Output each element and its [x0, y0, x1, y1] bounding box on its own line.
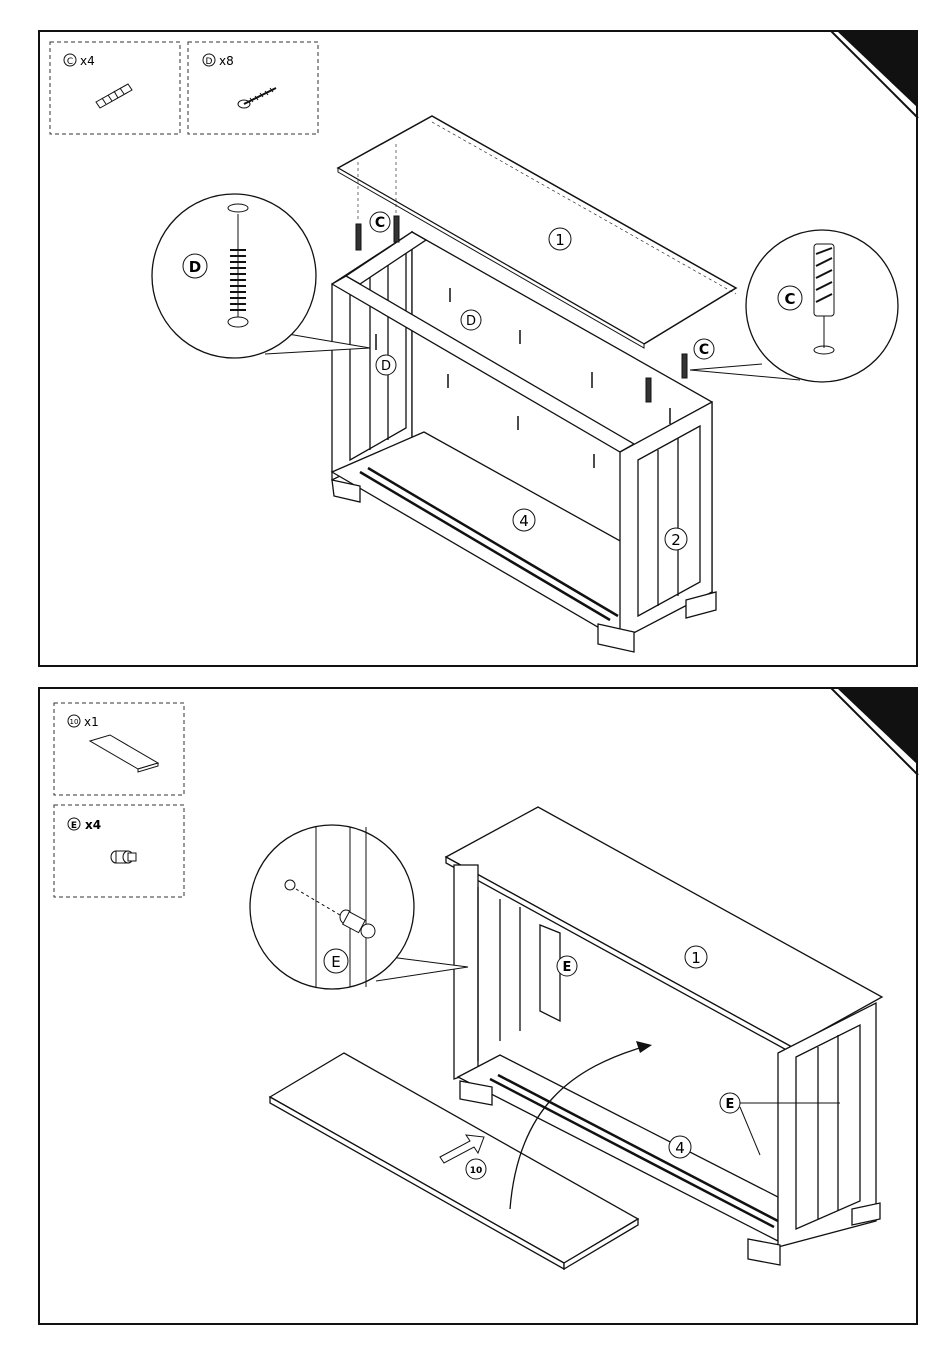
screw-icon: [238, 88, 276, 108]
step-1-panel: C x4 D x8 1: [38, 30, 918, 667]
corner-marker: [838, 32, 918, 108]
zoom-left-label: E: [331, 953, 340, 971]
parts-box-c: C x4: [50, 42, 180, 134]
screw-tag-b: D: [381, 359, 391, 374]
svg-text:D: D: [206, 57, 213, 67]
bottom-panel-label: 4: [675, 1139, 685, 1157]
bottom-panel-label: 4: [519, 512, 529, 530]
svg-text:x4: x4: [80, 54, 95, 68]
board-icon: [90, 735, 158, 772]
dowel-icon: [96, 84, 132, 108]
parts-box-d: D x8: [188, 42, 318, 134]
step-2-panel: 10 x1 E x4: [38, 687, 918, 1325]
svg-text:x1: x1: [84, 715, 99, 729]
pin-tag-b: E: [726, 1097, 735, 1112]
dowel-tag-b: C: [699, 342, 709, 358]
zoom-callout-dowel: C: [690, 230, 898, 382]
top-panel-label: 1: [555, 231, 565, 249]
svg-text:x4: x4: [85, 818, 101, 832]
step-2-drawing: 10 x1 E x4: [40, 689, 920, 1327]
parts-box-e: E x4: [54, 805, 184, 897]
zoom-right-label: C: [784, 290, 795, 308]
dowel-tag-a: C: [375, 215, 385, 231]
top-panel-label: 1: [691, 949, 701, 967]
zoom-left-label: D: [189, 258, 201, 276]
svg-text:x8: x8: [219, 54, 234, 68]
corner-marker: [838, 689, 918, 765]
zoom-callout-shelf-pin: E: [250, 825, 468, 989]
back-board: [270, 1053, 638, 1269]
shelf-pin-icon: [111, 851, 136, 863]
svg-text:C: C: [67, 57, 73, 67]
back-board-label: 10: [470, 1166, 483, 1176]
side-panel-label: 2: [671, 531, 681, 549]
screw-tag-a: D: [466, 314, 476, 329]
svg-text:10: 10: [70, 718, 79, 726]
parts-box-10: 10 x1: [54, 703, 184, 795]
svg-text:E: E: [71, 821, 77, 831]
step-1-drawing: C x4 D x8 1: [40, 32, 920, 669]
pin-tag-a: E: [563, 960, 572, 975]
